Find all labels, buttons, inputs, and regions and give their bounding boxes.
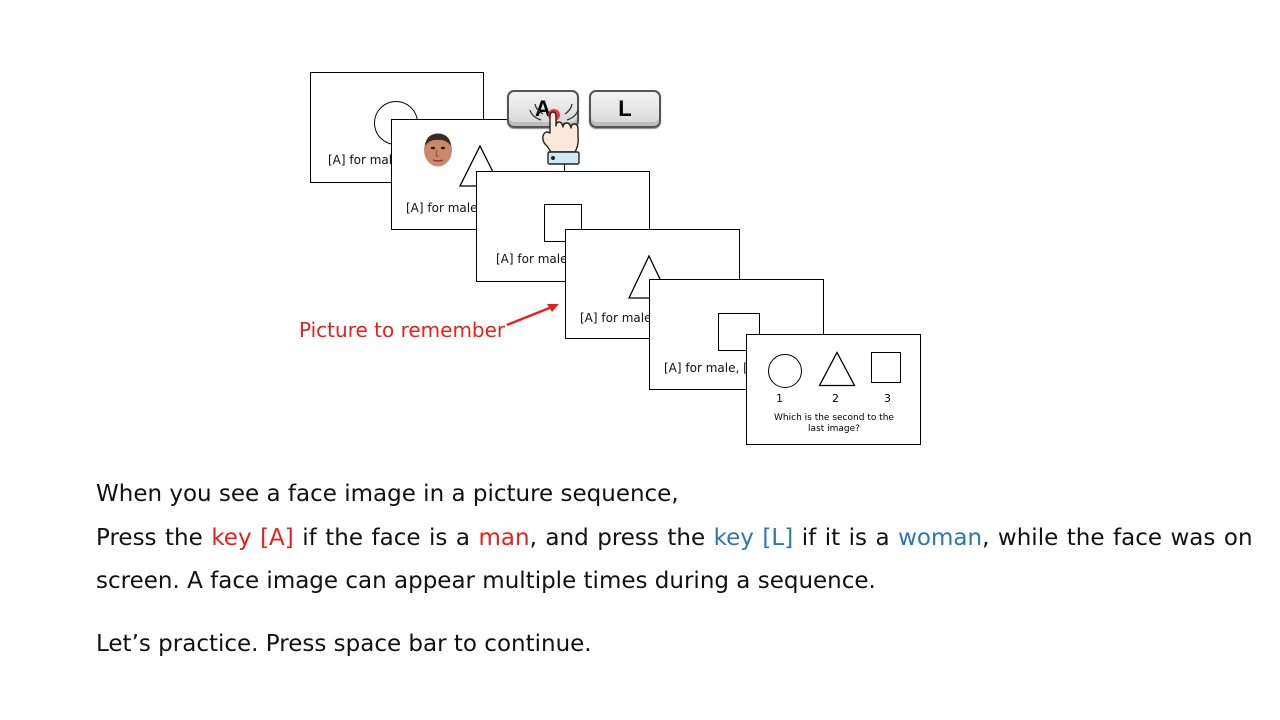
instruction-text: Press the	[96, 525, 212, 551]
instruction-text: if the face is a	[293, 525, 479, 551]
picture-to-remember-label: Picture to remember	[299, 318, 506, 342]
instruction-line-3: screen. A face image can appear multiple…	[96, 568, 876, 594]
instruction-text: , and press the	[529, 525, 714, 551]
arrow-icon	[506, 304, 559, 327]
question-card: 1 2 3 Which is the second to the last im…	[746, 334, 921, 445]
question-text: Which is the second to the last image?	[774, 413, 894, 434]
instruction-line-2: Press the key [A] if the face is a man, …	[96, 525, 1253, 551]
instruction-line-4: Let’s practice. Press space bar to conti…	[96, 631, 592, 657]
square-shape	[871, 352, 901, 383]
card-instruction-text: [A] for male,	[496, 252, 572, 266]
key-l: L	[589, 90, 661, 128]
key-a: A	[507, 90, 579, 128]
square-shape	[718, 313, 760, 351]
card-instruction-text: [A] for male,	[406, 201, 482, 215]
man-highlight: man	[478, 525, 530, 551]
card-instruction-text: [A] for male,	[580, 311, 656, 325]
card-instruction-text: [A] for male, [L	[664, 361, 755, 375]
key-a-highlight: key [A]	[211, 525, 294, 551]
instruction-text: if it is a	[793, 525, 899, 551]
option-number-1: 1	[776, 392, 783, 405]
circle-shape	[768, 354, 802, 388]
instruction-text: , while the face was on	[982, 525, 1253, 551]
option-number-3: 3	[884, 392, 891, 405]
key-l-highlight: key [L]	[713, 525, 794, 551]
instruction-line-1: When you see a face image in a picture s…	[96, 481, 679, 507]
option-number-2: 2	[832, 392, 839, 405]
card-instruction-text: [A] for mal	[328, 153, 393, 167]
face-photo-icon	[424, 133, 452, 167]
pointing-hand-icon	[529, 103, 580, 165]
triangle-shape	[818, 351, 856, 387]
woman-highlight: woman	[898, 525, 983, 551]
